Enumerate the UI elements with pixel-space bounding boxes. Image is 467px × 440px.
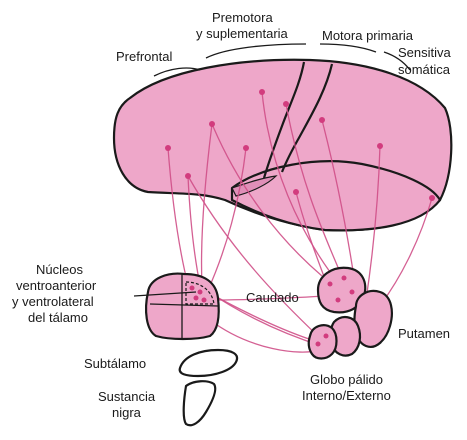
neuron-dot — [429, 195, 435, 201]
caudate-dot — [342, 276, 347, 281]
neuron-dot — [185, 173, 191, 179]
label-sensory-line2: somática — [398, 62, 451, 77]
label-subthalamus: Subtálamo — [84, 356, 146, 371]
caudate-dot — [328, 282, 333, 287]
substantia-nigra-outline — [184, 381, 216, 425]
cerebral-cortex — [114, 60, 451, 231]
subthalamus-outline — [180, 350, 237, 376]
neuron-dot — [165, 145, 171, 151]
label-thalamus-line2: ventroanterior — [16, 278, 97, 293]
neuron-dot — [259, 89, 265, 95]
label-thalamus-line1: Núcleos — [36, 262, 83, 277]
neuron-dot — [283, 101, 289, 107]
globus-pallidus — [309, 317, 360, 358]
thalamus-dot — [194, 296, 199, 301]
label-substantia-line1: Sustancia — [98, 389, 156, 404]
label-thalamus-line3: y ventrolateral — [12, 294, 94, 309]
label-sensory-line1: Sensitiva — [398, 45, 452, 60]
globus-dot — [316, 342, 321, 347]
label-caudate: Caudado — [246, 290, 299, 305]
label-motor-primary: Motora primaria — [322, 28, 414, 43]
label-premotor-line1: Premotora — [212, 10, 273, 25]
label-prefrontal: Prefrontal — [116, 49, 172, 64]
neuron-dot — [243, 145, 249, 151]
caudate-dot — [336, 298, 341, 303]
label-substantia-line2: nigra — [112, 405, 142, 420]
globus-internal — [309, 325, 337, 358]
label-thalamus-line4: del tálamo — [28, 310, 88, 325]
globus-dot — [324, 334, 329, 339]
thalamus-dot — [202, 298, 207, 303]
thalamus-dot — [198, 290, 203, 295]
neuron-dot — [209, 121, 215, 127]
neuron-dot — [377, 143, 383, 149]
label-globus-line2: Interno/Externo — [302, 388, 391, 403]
motor-bracket — [320, 44, 376, 52]
label-premotor-line2: y suplementaria — [196, 26, 289, 41]
fiber — [210, 320, 320, 352]
thalamus-dot — [190, 286, 195, 291]
label-globus-line1: Globo pálido — [310, 372, 383, 387]
neuron-dot — [319, 117, 325, 123]
caudate-dot — [350, 290, 355, 295]
label-putamen: Putamen — [398, 326, 450, 341]
thalamus — [134, 274, 219, 339]
neuron-dot — [293, 189, 299, 195]
premotor-bracket — [206, 44, 306, 58]
